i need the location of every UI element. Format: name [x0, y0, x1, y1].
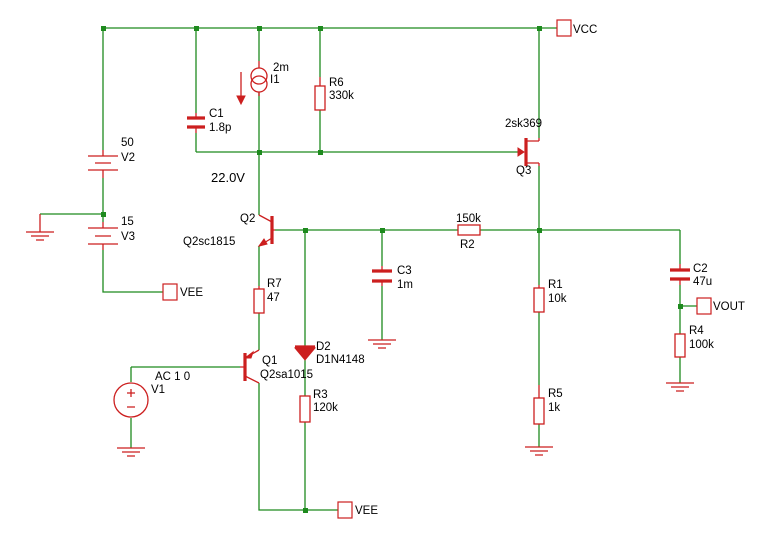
transistor-q2[interactable]: Q2 Q2sc1815	[183, 213, 275, 248]
resistor-r5[interactable]: R5 1k	[533, 385, 563, 425]
r4-name: R4	[689, 325, 704, 337]
resistor-r4[interactable]: R4 100k	[674, 325, 714, 358]
ground-symbol-v1	[117, 447, 145, 457]
net-port-vout[interactable]: VOUT	[696, 297, 745, 315]
diode-d2[interactable]: D2 D1N4148	[293, 341, 365, 366]
v2-value: 50	[121, 137, 134, 149]
r5-name: R5	[548, 388, 563, 400]
ground-symbol-c3	[368, 339, 396, 349]
r3-value: 120k	[313, 402, 338, 414]
r6-value: 330k	[329, 90, 354, 102]
v3-value: 15	[121, 216, 134, 228]
resistor-r6[interactable]: R6 330k	[314, 77, 354, 111]
c3-value: 1m	[397, 279, 413, 291]
r4-value: 100k	[689, 339, 714, 351]
c1-value: 1.8p	[209, 122, 231, 134]
current-source-i1[interactable]: 2m I1	[236, 61, 289, 106]
r1-value: 10k	[548, 293, 567, 305]
ground-symbol-left	[26, 214, 54, 241]
node-voltage-label: 22.0V	[211, 170, 245, 185]
r7-name: R7	[267, 278, 282, 290]
d2-name: D2	[316, 341, 331, 353]
net-port-vcc[interactable]: VCC	[556, 19, 597, 37]
v3-name: V3	[121, 231, 135, 243]
ac-source-v1[interactable]: AC 1 0 V1	[113, 371, 190, 418]
capacitor-c3[interactable]: C3 1m	[372, 265, 413, 291]
r6-name: R6	[329, 77, 344, 89]
q2-name: Q2	[240, 213, 255, 225]
i1-value: 2m	[273, 62, 289, 74]
q3-model: 2sk369	[505, 118, 542, 130]
r1-name: R1	[548, 279, 563, 291]
battery-v2[interactable]: 50 V2	[88, 137, 135, 178]
r2-name: R2	[460, 239, 475, 251]
v1-name: V1	[151, 384, 165, 396]
d2-model: D1N4148	[316, 354, 365, 366]
vcc-label: VCC	[573, 24, 597, 36]
ground-symbol-r4	[666, 382, 694, 392]
capacitor-c2[interactable]: C2 47u	[670, 263, 712, 288]
vee-left-label: VEE	[180, 287, 203, 299]
junction-nodes	[101, 26, 683, 513]
c2-name: C2	[693, 263, 708, 275]
q2-model: Q2sc1815	[183, 236, 235, 248]
wires	[40, 27, 697, 511]
transistor-q3[interactable]: 2sk369 Q3	[505, 118, 542, 177]
v2-name: V2	[121, 152, 135, 164]
r3-name: R3	[313, 389, 328, 401]
r5-value: 1k	[548, 402, 560, 414]
capacitor-c1[interactable]: C1 1.8p	[187, 108, 231, 134]
resistor-r1[interactable]: R1 10k	[533, 279, 567, 313]
ground-symbol-r5	[525, 446, 553, 456]
c1-name: C1	[209, 108, 224, 120]
i1-name: I1	[270, 74, 280, 86]
transistor-q1[interactable]: Q1 Q2sa1015	[240, 349, 313, 384]
q1-model: Q2sa1015	[260, 369, 313, 381]
c3-name: C3	[397, 265, 412, 277]
battery-v3[interactable]: 15 V3	[88, 216, 135, 250]
resistor-r2[interactable]: 150k R2	[456, 213, 481, 251]
r7-value: 47	[267, 292, 280, 304]
r2-value: 150k	[456, 213, 481, 225]
q1-name: Q1	[262, 355, 277, 367]
resistor-r7[interactable]: R7 47	[253, 278, 282, 314]
c2-value: 47u	[693, 276, 712, 288]
resistor-r3[interactable]: R3 120k	[299, 389, 338, 423]
q3-name: Q3	[516, 165, 531, 177]
net-port-vee-left[interactable]: VEE	[162, 283, 203, 301]
vout-label: VOUT	[713, 301, 745, 313]
v1-value: AC 1 0	[155, 371, 190, 383]
net-port-vee-bottom[interactable]: VEE	[337, 501, 378, 519]
vee-bottom-label: VEE	[355, 505, 378, 517]
